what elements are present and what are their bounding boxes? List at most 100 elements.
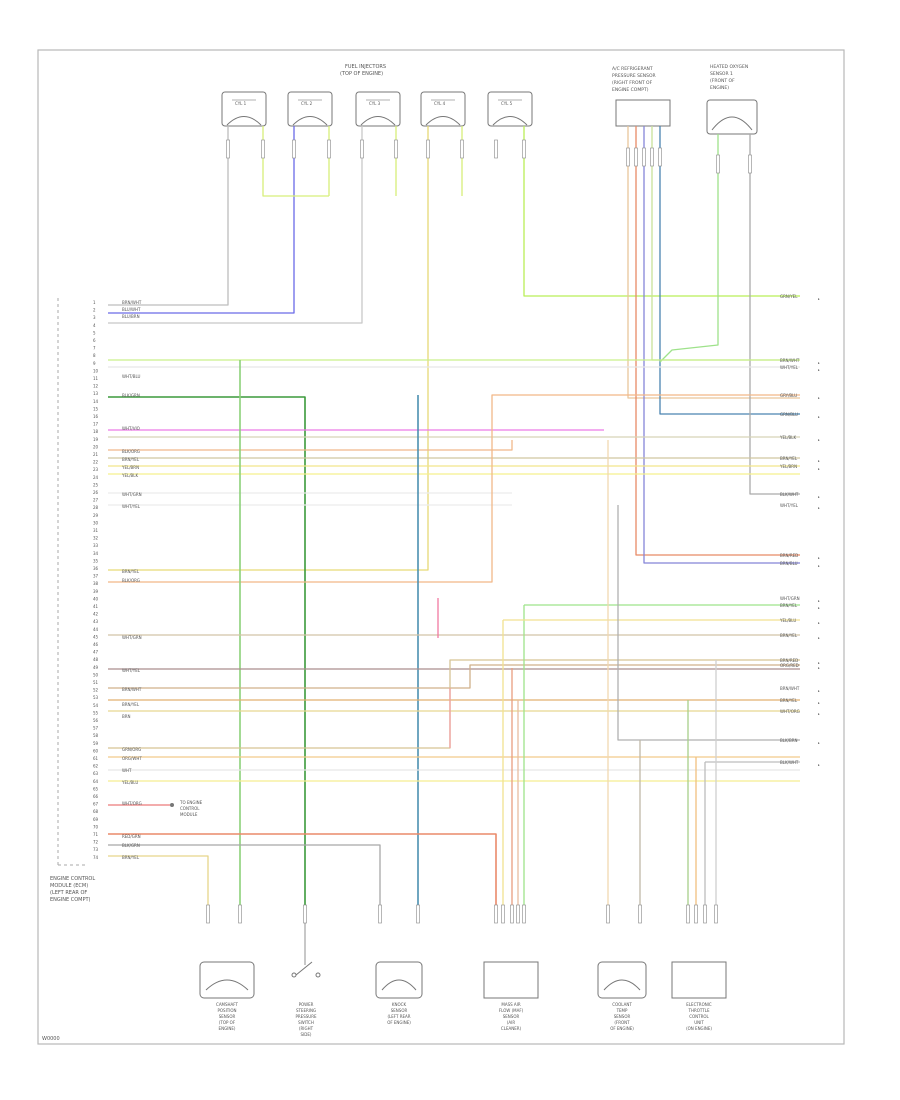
wire [749,134,800,495]
svg-text:GRN/ORG: GRN/ORG [122,747,141,752]
wire [108,844,381,905]
right-wire-label: BRN/YEL [780,633,798,638]
svg-text:BLU/BRN: BLU/BRN [122,314,140,319]
right-wire-label: BRN/WHT [780,686,800,691]
fuel-injector: CYL 5 [487,91,533,127]
svg-text:ENGINE CONTROL: ENGINE CONTROL [50,876,95,882]
wire [108,659,800,749]
connector-pin [694,904,698,924]
pin-number: 50 [93,672,99,677]
wire-harness [108,126,800,924]
svg-text:▸: ▸ [818,606,820,610]
pin-number: 18 [93,429,99,434]
svg-text:▸: ▸ [818,564,820,568]
svg-text:WHT/GRN: WHT/GRN [122,635,142,640]
svg-text:ENGINE): ENGINE) [219,1026,236,1031]
pin-number: 59 [93,741,99,746]
connector-pin [238,904,242,924]
connector-pin [206,904,210,924]
pin-number: 41 [93,604,99,609]
heated-oxygen-sensor: HEATED OXYGEN SENSOR 1 (FRONT OF ENGINE) [706,64,758,135]
svg-text:POWER: POWER [299,1002,314,1007]
pin-number: 25 [93,482,99,487]
ecm-pin-column: 1234567891011121314151617181920212223242… [93,300,99,860]
svg-text:▸: ▸ [818,495,820,499]
svg-text:MODULE (ECM): MODULE (ECM) [50,883,88,889]
pin-number: 68 [93,809,99,814]
connector-pin [658,147,662,167]
svg-text:▸: ▸ [818,415,820,419]
pin-number: 28 [93,505,99,510]
wire [262,126,329,197]
pin-number: 52 [93,688,99,693]
connector-pin [686,904,690,924]
svg-text:YEL/BLU: YEL/BLU [121,780,138,785]
right-wire-label: BRN/YEL [780,698,798,703]
connector-pin [261,139,265,159]
svg-text:(RIGHT FRONT OF: (RIGHT FRONT OF [612,80,653,86]
svg-text:BRN/YEL: BRN/YEL [122,569,140,574]
right-wire-label: WHT/YEL [780,503,799,508]
connector-pin [703,904,707,924]
pin-number: 38 [93,581,99,586]
svg-text:WHT: WHT [122,768,132,773]
pin-number: 8 [93,353,96,358]
pin-number: 36 [93,566,99,571]
svg-text:CONTROL: CONTROL [180,806,200,811]
svg-text:▸: ▸ [818,368,820,372]
fuel-injector: CYL 3 [355,91,401,127]
svg-text:(FRONT OF: (FRONT OF [710,78,735,84]
right-wire-label: BLK/BRN [780,738,797,743]
connector-pin [606,904,610,924]
pin-number: 4 [93,323,96,328]
svg-text:A/C REFRIGERANT: A/C REFRIGERANT [612,66,653,72]
pin-number: 48 [93,657,99,662]
svg-text:ELECTRONIC: ELECTRONIC [686,1002,712,1007]
svg-text:WHT/ORG: WHT/ORG [122,801,142,806]
right-wire-label: ORG/RED [780,663,799,668]
svg-text:WHT/BLU: WHT/BLU [122,374,141,379]
fuel-injector: CYL 1 [221,91,267,127]
svg-text:SWITCH: SWITCH [298,1020,314,1025]
connector-pin [522,904,526,924]
pin-number: 71 [93,832,99,837]
pin-number: 43 [93,619,99,624]
svg-text:(TOP OF ENGINE): (TOP OF ENGINE) [340,71,383,77]
connector-pin [460,139,464,159]
pin-number: 74 [93,855,99,860]
fuel-injector: CYL 4 [420,91,466,127]
pin-number: 62 [93,764,99,769]
pin-number: 39 [93,589,99,594]
svg-text:▸: ▸ [818,621,820,625]
pin-number: 14 [93,399,99,404]
wire [108,396,306,905]
svg-text:SIDE): SIDE) [301,1032,312,1037]
pin-number: 70 [93,824,99,829]
svg-text:BLK/ORG: BLK/ORG [122,578,140,583]
svg-text:WHT/VIO: WHT/VIO [122,426,140,431]
svg-text:UNIT: UNIT [694,1020,704,1025]
svg-text:SENSOR: SENSOR [614,1014,631,1019]
right-wire-label: WHT/GRN [780,596,800,601]
svg-text:(ON ENGINE): (ON ENGINE) [686,1026,712,1031]
pin-number: 21 [93,452,99,457]
connector-pin [360,139,364,159]
svg-text:▸: ▸ [818,459,820,463]
wire [108,440,513,451]
svg-text:FLOW (MAF): FLOW (MAF) [499,1008,524,1013]
wire [108,126,363,324]
pin-number: 2 [93,308,96,313]
svg-text:ENGINE COMPT): ENGINE COMPT) [50,897,91,903]
pin-number: 7 [93,346,96,351]
pin-number: 58 [93,733,99,738]
svg-text:WHT/YEL: WHT/YEL [122,668,141,673]
svg-text:▸: ▸ [818,712,820,716]
svg-text:STEERING: STEERING [296,1008,316,1013]
diagram-frame [37,49,845,1045]
right-wire-label: BRN/WHT [780,358,800,363]
